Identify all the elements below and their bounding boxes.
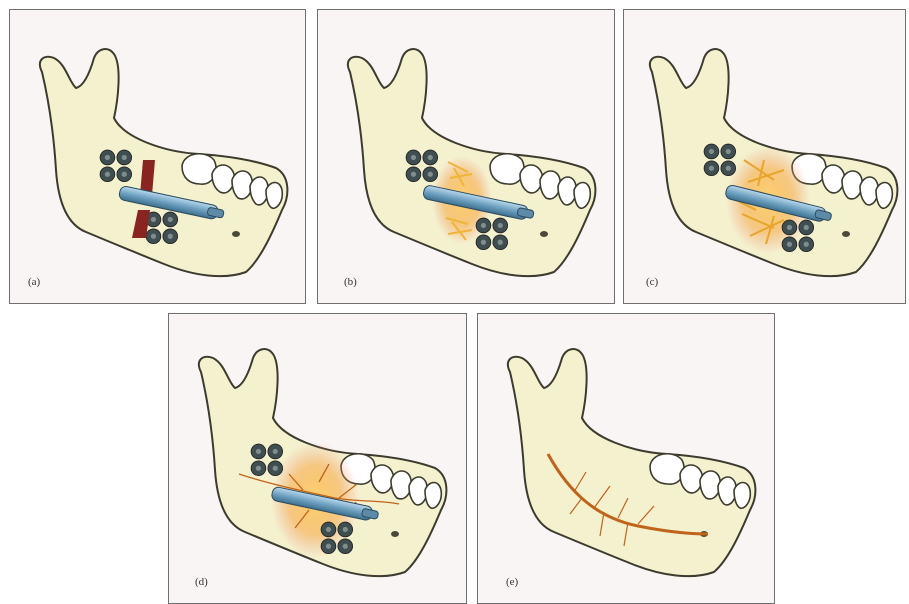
- panel-b-illustration: [318, 10, 615, 304]
- panel-c-illustration: [624, 10, 906, 304]
- mandible: [40, 49, 287, 276]
- panel-a: (a): [9, 9, 306, 304]
- panel-b: (b): [317, 9, 615, 304]
- panel-e-label: (e): [506, 576, 518, 588]
- panel-c: (c): [623, 9, 906, 304]
- panel-c-label: (c): [646, 276, 658, 288]
- panel-e: (e): [477, 313, 775, 604]
- mandible: [508, 349, 755, 576]
- panel-d-illustration: [169, 314, 467, 604]
- panel-d-label: (d): [195, 576, 208, 588]
- panel-d: (d): [168, 313, 467, 604]
- panel-b-label: (b): [344, 276, 357, 288]
- panel-e-illustration: [478, 314, 775, 604]
- panel-a-label: (a): [28, 276, 40, 288]
- panel-a-illustration: [10, 10, 306, 304]
